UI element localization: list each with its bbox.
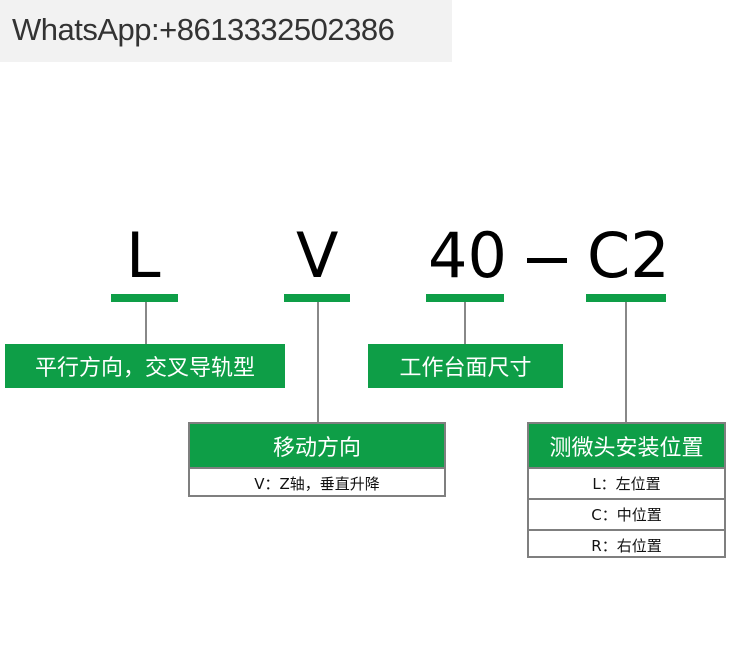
code-part-v: V — [296, 219, 339, 292]
label-table-size: 工作台面尺寸 — [368, 344, 563, 388]
code-part-l: L — [126, 219, 161, 292]
code-part-40: 40 — [428, 219, 507, 292]
connector-c2 — [625, 302, 627, 422]
code-dash — [527, 258, 567, 263]
label-guide-type: 平行方向，交叉导轨型 — [5, 344, 285, 388]
underline-v — [284, 294, 350, 302]
connector-v — [317, 302, 319, 422]
underline-c2 — [586, 294, 666, 302]
whatsapp-contact: WhatsApp:+8613332502386 — [12, 12, 395, 47]
direction-row: V：Z轴，垂直升降 — [190, 467, 444, 497]
micrometer-box: 测微头安装位置 L：左位置 C：中位置 R：右位置 — [527, 422, 726, 558]
underline-40 — [426, 294, 504, 302]
direction-title: 移动方向 — [190, 424, 444, 467]
contact-banner: WhatsApp:+8613332502386 — [0, 0, 452, 62]
direction-box: 移动方向 V：Z轴，垂直升降 — [188, 422, 446, 497]
micrometer-row-right: R：右位置 — [529, 529, 724, 560]
code-part-c2: C2 — [587, 219, 670, 292]
underline-l — [111, 294, 178, 302]
micrometer-row-center: C：中位置 — [529, 498, 724, 529]
connector-40 — [464, 302, 466, 344]
micrometer-title: 测微头安装位置 — [529, 424, 724, 467]
micrometer-row-left: L：左位置 — [529, 467, 724, 498]
connector-l — [145, 302, 147, 344]
